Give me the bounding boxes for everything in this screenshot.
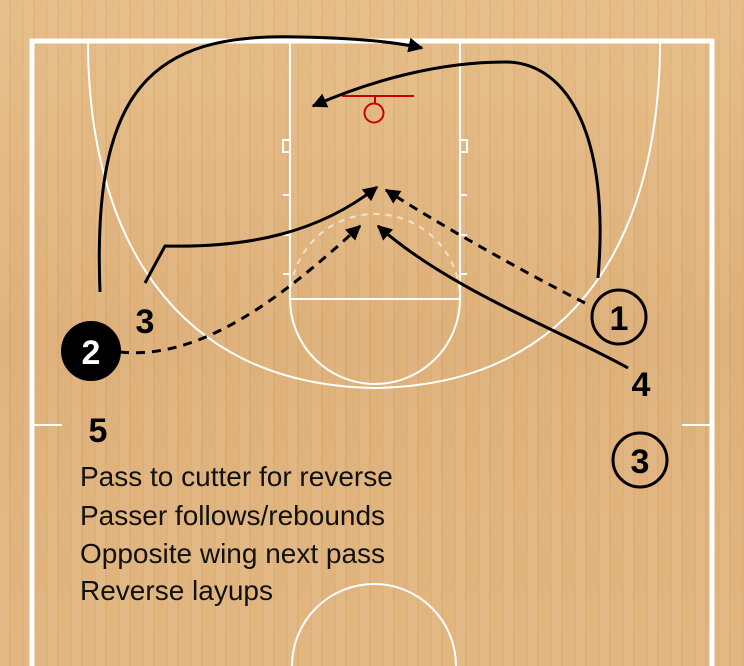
center-circle	[291, 583, 457, 666]
pass-path-player-1	[384, 188, 586, 305]
court-lines	[29, 38, 715, 666]
free-throw-circle-upper	[289, 213, 461, 300]
free-throw-circle-lower	[289, 298, 461, 385]
pass-path-player-2	[119, 224, 362, 355]
cut-path-player-4	[376, 224, 629, 370]
three-point-arc	[87, 40, 661, 390]
player-3-right: 3	[611, 431, 669, 489]
note-line: Opposite wing next pass	[80, 538, 385, 569]
player-circle	[61, 321, 121, 381]
player-number: 3	[631, 443, 650, 481]
player-2-ball-handler: 2	[61, 321, 121, 381]
note-line: Pass to cutter for reverse	[80, 461, 393, 492]
cut-path-player-3	[143, 185, 379, 284]
player-circle	[590, 288, 648, 346]
player-5-label: 5	[89, 412, 108, 450]
court-boundary	[29, 38, 715, 666]
player-4-label: 4	[632, 366, 651, 404]
paint-lane	[289, 40, 461, 300]
player-1: 1	[590, 288, 648, 346]
cut-path-player-1	[311, 60, 602, 279]
player-3-label: 3	[136, 303, 155, 341]
player-number: 2	[82, 334, 101, 372]
player-circle	[611, 431, 669, 489]
drill-notes: Pass to cutter for reverse Passer follow…	[80, 461, 393, 606]
note-line: Reverse layups	[80, 575, 273, 606]
note-line: Passer follows/rebounds	[80, 500, 385, 531]
play-paths	[97, 35, 629, 370]
player-number: 1	[610, 300, 629, 338]
cut-path-player-2	[97, 35, 424, 293]
rim	[363, 102, 385, 124]
lane-hash-marks	[282, 139, 468, 275]
basket	[342, 95, 414, 124]
